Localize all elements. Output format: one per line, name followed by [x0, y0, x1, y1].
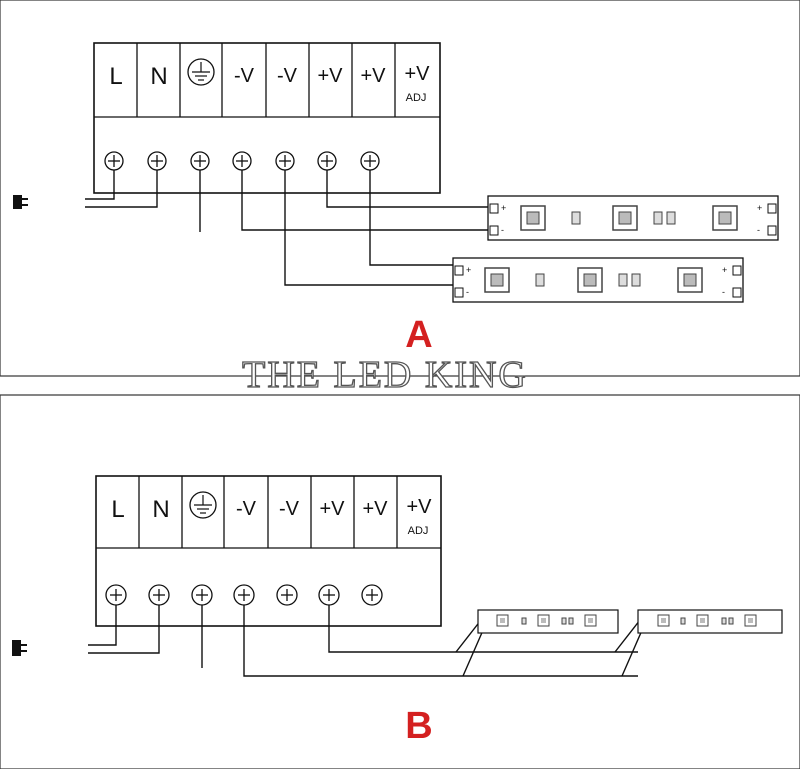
- terminal-label-neg-v-1: -V: [234, 65, 255, 87]
- terminal-label-pos-v-2: +V: [360, 65, 386, 87]
- panel-b: L N -V -V +V +V +V ADJ: [0, 394, 800, 769]
- resistor: [571, 211, 676, 225]
- terminal-label-pos-v-adj: +V: [406, 496, 432, 518]
- led-strip-a1: + - + -: [487, 195, 779, 241]
- caption-a: A: [405, 314, 432, 356]
- screw-terminal-icon: [104, 151, 380, 171]
- adj-label: ADJ: [406, 92, 427, 104]
- strip-minus-label: -: [757, 225, 760, 235]
- terminal-label-neg-v-2: -V: [279, 498, 300, 520]
- resistor: [535, 273, 641, 287]
- terminal-label-pos-v-1: +V: [319, 498, 345, 520]
- plug-icon: [12, 640, 27, 656]
- led-strip-b1: [477, 609, 619, 634]
- led-chip: [657, 614, 670, 627]
- terminal-label-pos-v-adj: +V: [404, 63, 430, 85]
- led-chip: [577, 267, 603, 293]
- terminal-label-neg-v-2: -V: [277, 65, 298, 87]
- strip-plus-label: +: [501, 203, 506, 213]
- strip-plus-label: +: [722, 265, 727, 275]
- led-chip: [484, 267, 510, 293]
- terminal-label-l: L: [109, 63, 122, 90]
- power-supply-a: L N -V -V +V +V +V ADJ: [93, 42, 441, 194]
- terminal-label-pos-v-1: +V: [317, 65, 343, 87]
- panel-b-frame: [0, 394, 800, 769]
- strip-minus-label: -: [722, 287, 725, 297]
- strip-minus-label: -: [466, 287, 469, 297]
- terminal-label-pos-v-2: +V: [362, 498, 388, 520]
- strip-plus-label: +: [466, 265, 471, 275]
- terminal-label-neg-v-1: -V: [236, 498, 257, 520]
- panel-a: L N -V -V +V +V +V ADJ: [0, 0, 800, 377]
- adj-label: ADJ: [408, 525, 429, 537]
- strip-plus-label: +: [757, 203, 762, 213]
- led-chip: [584, 614, 597, 627]
- plug-icon: [13, 195, 28, 209]
- resistor: [521, 617, 574, 625]
- led-chip: [537, 614, 550, 627]
- led-chip: [744, 614, 757, 627]
- wires-a: [85, 170, 490, 286]
- led-strip-b2: [637, 609, 783, 634]
- strip-minus-label: -: [501, 225, 504, 235]
- power-supply-b: L N -V -V +V +V +V ADJ: [95, 475, 442, 627]
- watermark: THE LED KING: [242, 354, 528, 396]
- terminal-label-n: N: [150, 63, 167, 90]
- terminal-label-l: L: [111, 496, 124, 523]
- wires-b: [88, 605, 644, 677]
- led-chip: [520, 205, 546, 231]
- led-chip: [612, 205, 638, 231]
- resistor: [680, 617, 734, 625]
- led-chip: [696, 614, 709, 627]
- ground-icon: [189, 491, 217, 519]
- ground-icon: [187, 58, 215, 86]
- panel-a-frame: [0, 0, 800, 377]
- led-chip: [712, 205, 738, 231]
- led-chip: [677, 267, 703, 293]
- led-strip-a2: + - + -: [452, 257, 744, 303]
- caption-b: B: [405, 705, 432, 747]
- terminal-label-n: N: [152, 496, 169, 523]
- led-chip: [496, 614, 509, 627]
